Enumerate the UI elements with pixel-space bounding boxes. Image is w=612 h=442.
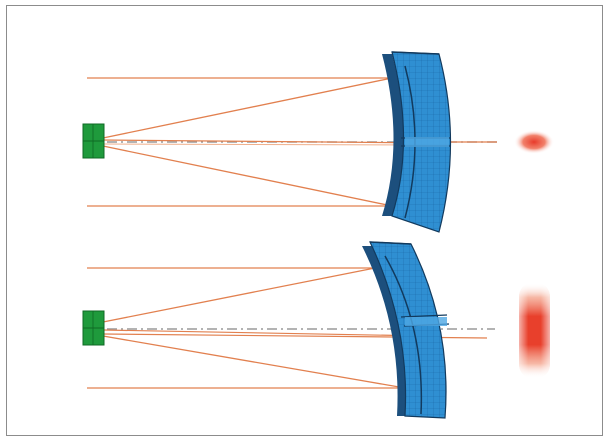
green-detector-block-icon bbox=[82, 123, 105, 159]
curved-segmented-mirror-icon bbox=[362, 241, 450, 419]
panel-top-aligned bbox=[82, 51, 554, 233]
reflected-ray bbox=[102, 335, 406, 389]
reflected-ray bbox=[102, 77, 393, 139]
reflected-ray bbox=[102, 267, 376, 323]
optics-diagram bbox=[82, 51, 554, 419]
curved-segmented-mirror-icon bbox=[382, 51, 452, 233]
reflected-ray bbox=[102, 143, 438, 146]
figure-frame bbox=[6, 5, 603, 436]
green-detector-block-icon bbox=[82, 310, 105, 346]
reflected-ray bbox=[102, 329, 428, 337]
panel-bottom-tilted bbox=[82, 241, 550, 419]
reflected-ray bbox=[102, 139, 438, 144]
reflected-ray bbox=[102, 145, 393, 207]
red-focal-spot-icon bbox=[519, 283, 550, 378]
red-focal-spot-icon bbox=[514, 130, 554, 154]
